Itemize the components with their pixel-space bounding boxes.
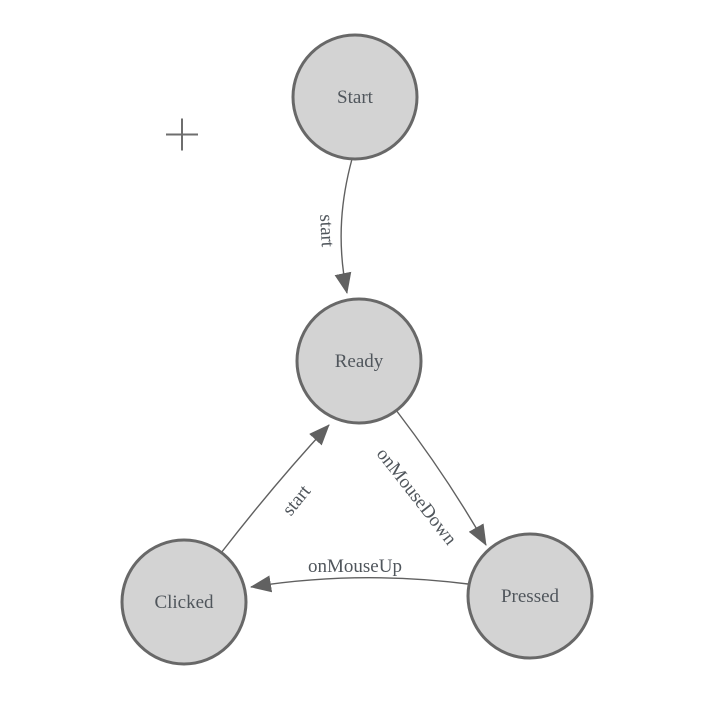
edge-label-on-mouse-up: onMouseUp (308, 556, 402, 577)
nodes-layer: Start Ready Clicked Pressed (120, 33, 594, 666)
edge-ready-to-pressed[interactable] (395, 409, 487, 546)
plus-icon[interactable] (166, 118, 198, 151)
edge-label-on-mouse-down: onMouseDown (372, 444, 461, 550)
edges-layer (220, 158, 487, 593)
node-clicked-circle[interactable] (120, 538, 248, 666)
node-start-circle[interactable] (291, 33, 419, 161)
edge-pressed-to-clicked[interactable] (250, 575, 469, 593)
node-start[interactable]: Start (291, 33, 419, 161)
node-ready-circle[interactable] (295, 297, 423, 425)
node-pressed-circle[interactable] (466, 532, 594, 660)
edge-label-clicked-to-ready: start (278, 481, 315, 520)
node-clicked[interactable]: Clicked (120, 538, 248, 666)
edge-clicked-to-ready[interactable] (220, 424, 330, 554)
node-pressed[interactable]: Pressed (466, 532, 594, 660)
edge-start-to-ready[interactable] (334, 158, 353, 294)
edge-label-start-to-ready: start (315, 214, 338, 248)
node-ready[interactable]: Ready (295, 297, 423, 425)
